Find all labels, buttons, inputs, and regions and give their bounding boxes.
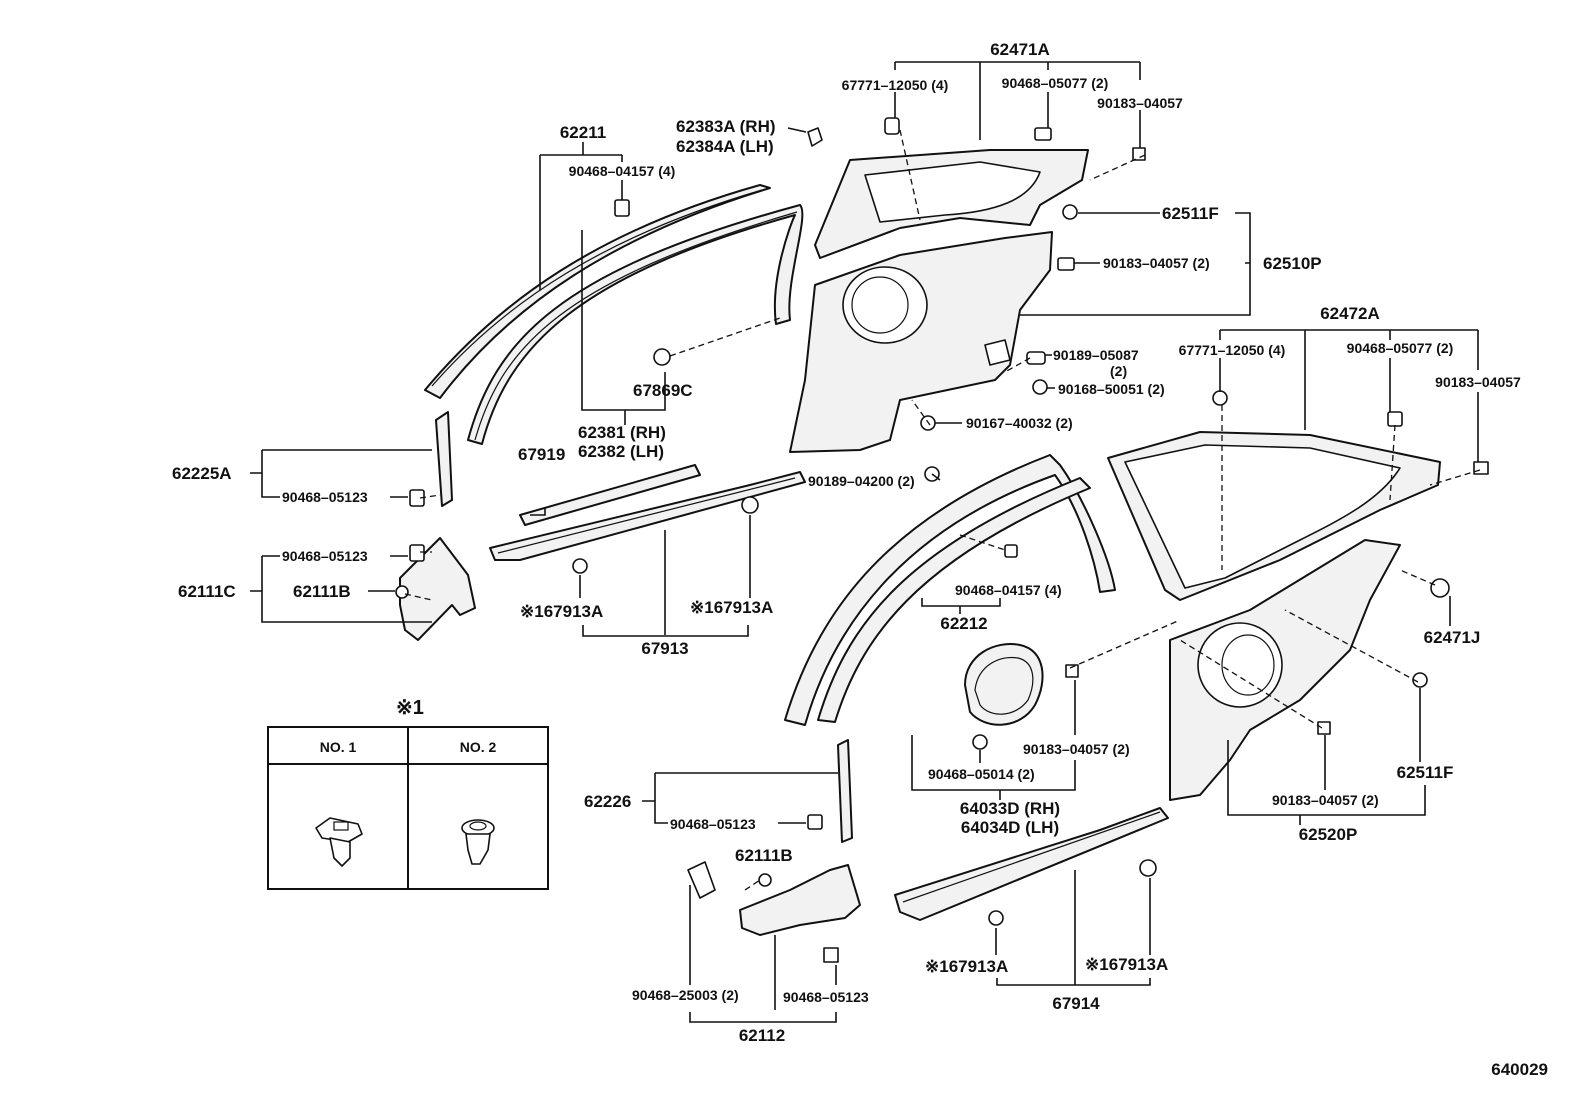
part-labels: 62471A 67771–12050 (4) 90468–05077 (2) 9…: [172, 40, 1548, 1079]
label-67919: 67919: [518, 445, 565, 464]
label-67913A-b: ※167913A: [690, 598, 773, 617]
label-62226: 62226: [584, 792, 631, 811]
quarter-trim-lower-62520P: [1169, 539, 1401, 801]
label-64033D: 64033D (RH): [960, 799, 1060, 818]
label-90183-04057-a: 90183–04057: [1097, 95, 1183, 111]
label-62381: 62381 (RH): [578, 423, 666, 442]
label-67913A-a: ※167913A: [520, 602, 603, 621]
label-62511F-b: 62511F: [1397, 763, 1454, 782]
label-90468-04157-a: 90468–04157 (4): [569, 163, 676, 179]
label-62510P: 62510P: [1263, 254, 1322, 273]
clip-no1-icon: [315, 817, 363, 867]
label-62472A: 62472A: [1320, 304, 1380, 323]
label-67913A-d: ※167913A: [1085, 955, 1168, 974]
label-90183-04057-c: 90183–04057: [1435, 374, 1521, 390]
cowl-side-trim-62111C: [399, 537, 476, 641]
label-67913A-c: ※167913A: [925, 957, 1008, 976]
label-67913: 67913: [641, 639, 688, 658]
alignment-lines: [404, 129, 1481, 891]
label-90468-05123-b: 90468–05123: [282, 548, 368, 564]
label-67771-12050-a: 67771–12050 (4): [842, 77, 949, 93]
strip-67919: [519, 464, 701, 526]
legend-title: ※1: [396, 697, 424, 719]
label-62111C: 62111C: [178, 582, 236, 601]
label-90167-40032: 90167–40032 (2): [966, 415, 1073, 431]
label-62111B-a: 62111B: [293, 582, 351, 601]
label-90468-05014: 90468–05014 (2): [928, 766, 1035, 782]
label-67869C: 67869C: [633, 381, 693, 400]
label-67771-12050-b: 67771–12050 (4): [1179, 342, 1286, 358]
label-62471J: 62471J: [1424, 628, 1481, 647]
diagram-id: 640029: [1491, 1060, 1548, 1079]
label-90468-05123-c: 90468–05123: [670, 816, 756, 832]
speaker-grille-64033D: [964, 643, 1044, 726]
label-67914: 67914: [1052, 994, 1100, 1013]
label-90183-04057-b: 90183–04057 (2): [1103, 255, 1210, 271]
center-pillar-garnish-62381: [467, 204, 804, 445]
clip-no2-icon: [461, 819, 495, 865]
label-62383A: 62383A (RH): [676, 117, 776, 136]
legend-col-no1: NO. 1: [320, 739, 357, 755]
label-62384A: 62384A (LH): [676, 137, 774, 156]
label-90468-05123-d: 90468–05123: [783, 989, 869, 1005]
label-90183-04057-d: 90183–04057 (2): [1023, 741, 1130, 757]
label-90468-05077-b: 90468–05077 (2): [1347, 340, 1454, 356]
front-pillar-garnish-62211: [424, 184, 771, 399]
legend-col-no2: NO. 2: [460, 739, 497, 755]
center-pillar-garnish-62212: [784, 454, 1116, 726]
label-90468-05077-a: 90468–05077 (2): [1002, 75, 1109, 91]
label-90189-04200: 90189–04200 (2): [808, 473, 915, 489]
label-90189-05087: 90189–05087: [1053, 347, 1139, 363]
label-90468-04157-b: 90468–04157 (4): [955, 582, 1062, 598]
label-62382: 62382 (LH): [578, 442, 664, 461]
label-62225A: 62225A: [172, 464, 232, 483]
label-62511F-a: 62511F: [1162, 204, 1219, 223]
label-90168-50051: 90168–50051 (2): [1058, 381, 1165, 397]
label-62111B-b: 62111B: [735, 846, 793, 865]
label-90468-05123-a: 90468–05123: [282, 489, 368, 505]
label-62471A: 62471A: [990, 40, 1050, 59]
label-90468-25003: 90468–25003 (2): [632, 987, 739, 1003]
label-64034D: 64034D (LH): [961, 818, 1059, 837]
cowl-side-trim-62112: [739, 864, 861, 936]
label-90189-05087-qty: (2): [1110, 363, 1127, 379]
weatherstrip-62226: [837, 739, 853, 843]
label-62211: 62211: [560, 123, 606, 142]
scuff-plate-67913: [489, 471, 806, 561]
leader-lines: [250, 61, 1479, 1023]
weatherstrip-62225A: [435, 411, 453, 507]
label-62520P: 62520P: [1299, 825, 1358, 844]
scuff-plate-67914: [894, 807, 1169, 921]
label-62212: 62212: [940, 614, 987, 633]
clip-legend: ※1 NO. 1 NO. 2: [267, 697, 549, 890]
label-62112: 62112: [739, 1026, 785, 1045]
label-90183-04057-e: 90183–04057 (2): [1272, 792, 1379, 808]
